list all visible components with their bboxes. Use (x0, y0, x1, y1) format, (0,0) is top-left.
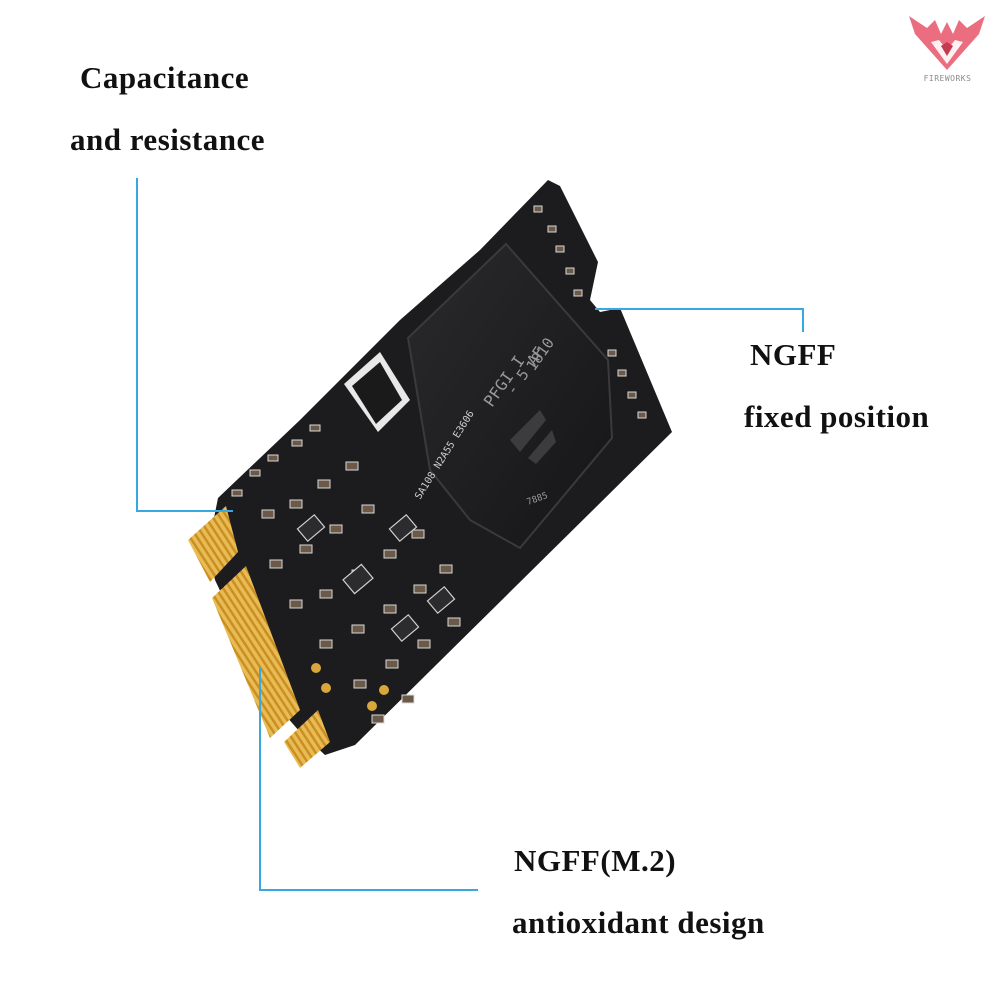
gold-contacts-short (188, 506, 238, 582)
eagle-logo-icon (909, 16, 985, 70)
fireworks-logo: FIREWORKS (905, 12, 990, 92)
leader-line-capacitance (136, 178, 233, 512)
callout-ngff-design-line1: NGFF(M.2) (514, 843, 677, 878)
voltage-regulator-chip (344, 352, 410, 432)
chip-logo-icon (510, 410, 556, 464)
callout-ngff-position-line1: NGFF (750, 337, 837, 372)
test-pads (311, 663, 389, 711)
leader-line-ngff-position (595, 308, 804, 332)
controller-chip: PFGI I - 5 AF 1810 7885 (406, 242, 614, 550)
capacitors (296, 513, 456, 643)
callout-capacitance-line1: Capacitance (80, 60, 250, 95)
leader-line-ngff-design (259, 668, 478, 891)
gold-contacts-bottom (284, 710, 330, 768)
gold-contacts-main (212, 566, 300, 738)
callout-ngff-position-line2: fixed position (744, 399, 930, 434)
callout-capacitance-line2: and resistance (70, 122, 266, 157)
callout-ngff-design-line2: antioxidant design (512, 905, 765, 940)
logo-text: FIREWORKS (923, 74, 972, 83)
pcb-board: PFGI I - 5 AF 1810 7885 SA108 N2A55 E360… (188, 180, 672, 768)
smd-components (231, 205, 647, 724)
